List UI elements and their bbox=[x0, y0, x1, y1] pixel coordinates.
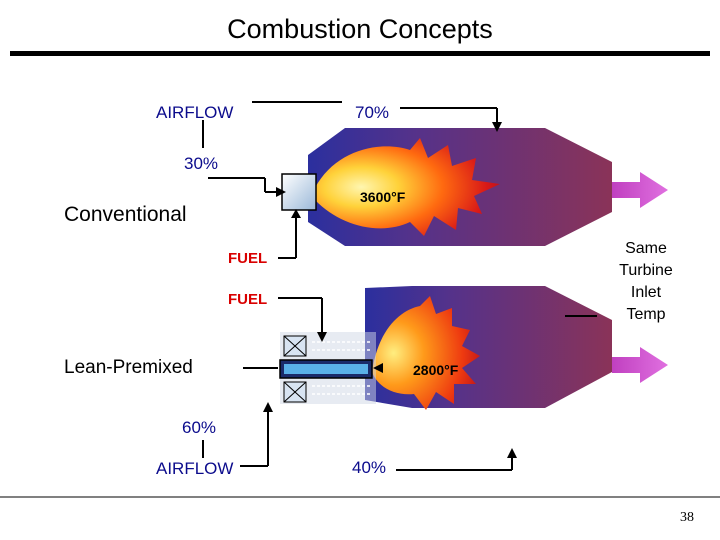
lean-premixed-flame-temp: 2800°F bbox=[413, 362, 459, 378]
conventional-label: Conventional bbox=[64, 203, 187, 226]
conventional-exhaust-arrow bbox=[612, 172, 668, 208]
turbine-note-line1: Same bbox=[625, 240, 667, 257]
conventional-airflow-lines bbox=[202, 101, 498, 259]
conventional-flame bbox=[315, 138, 500, 236]
lean-premixed-fuel-label: FUEL bbox=[228, 291, 268, 308]
title-underline bbox=[10, 51, 710, 56]
conventional-injector bbox=[281, 173, 317, 211]
premixer-assembly bbox=[279, 332, 376, 404]
lean-premixed-premix-pct: 60% bbox=[182, 418, 217, 437]
lean-premixed-dilution-pct: 40% bbox=[352, 458, 387, 477]
page-title: Combustion Concepts bbox=[227, 14, 493, 44]
lean-premixed-exhaust-arrow bbox=[612, 347, 668, 383]
conventional-fuel-label: FUEL bbox=[228, 250, 268, 267]
turbine-note-line2: Turbine bbox=[619, 262, 673, 279]
conventional-airflow-main-pct: 70% bbox=[355, 103, 390, 122]
page-number: 38 bbox=[680, 510, 694, 525]
turbine-note: Same Turbine Inlet Temp bbox=[606, 238, 686, 326]
lean-premixed-label: Lean-Premixed bbox=[64, 357, 193, 378]
turbine-note-line3: Inlet bbox=[630, 284, 662, 301]
lean-premixed-airflow-label: AIRFLOW bbox=[156, 459, 234, 478]
conventional-arrowheads bbox=[276, 122, 502, 218]
lean-premixed-flame bbox=[372, 296, 480, 410]
turbine-note-line4: Temp bbox=[626, 306, 666, 323]
conventional-flame-temp: 3600°F bbox=[360, 189, 406, 205]
conventional-airflow-label: AIRFLOW bbox=[156, 103, 234, 122]
conventional-airflow-secondary-pct: 30% bbox=[184, 154, 219, 173]
lean-premixed-lines bbox=[202, 297, 597, 471]
lean-premixed-arrowheads bbox=[263, 332, 517, 458]
